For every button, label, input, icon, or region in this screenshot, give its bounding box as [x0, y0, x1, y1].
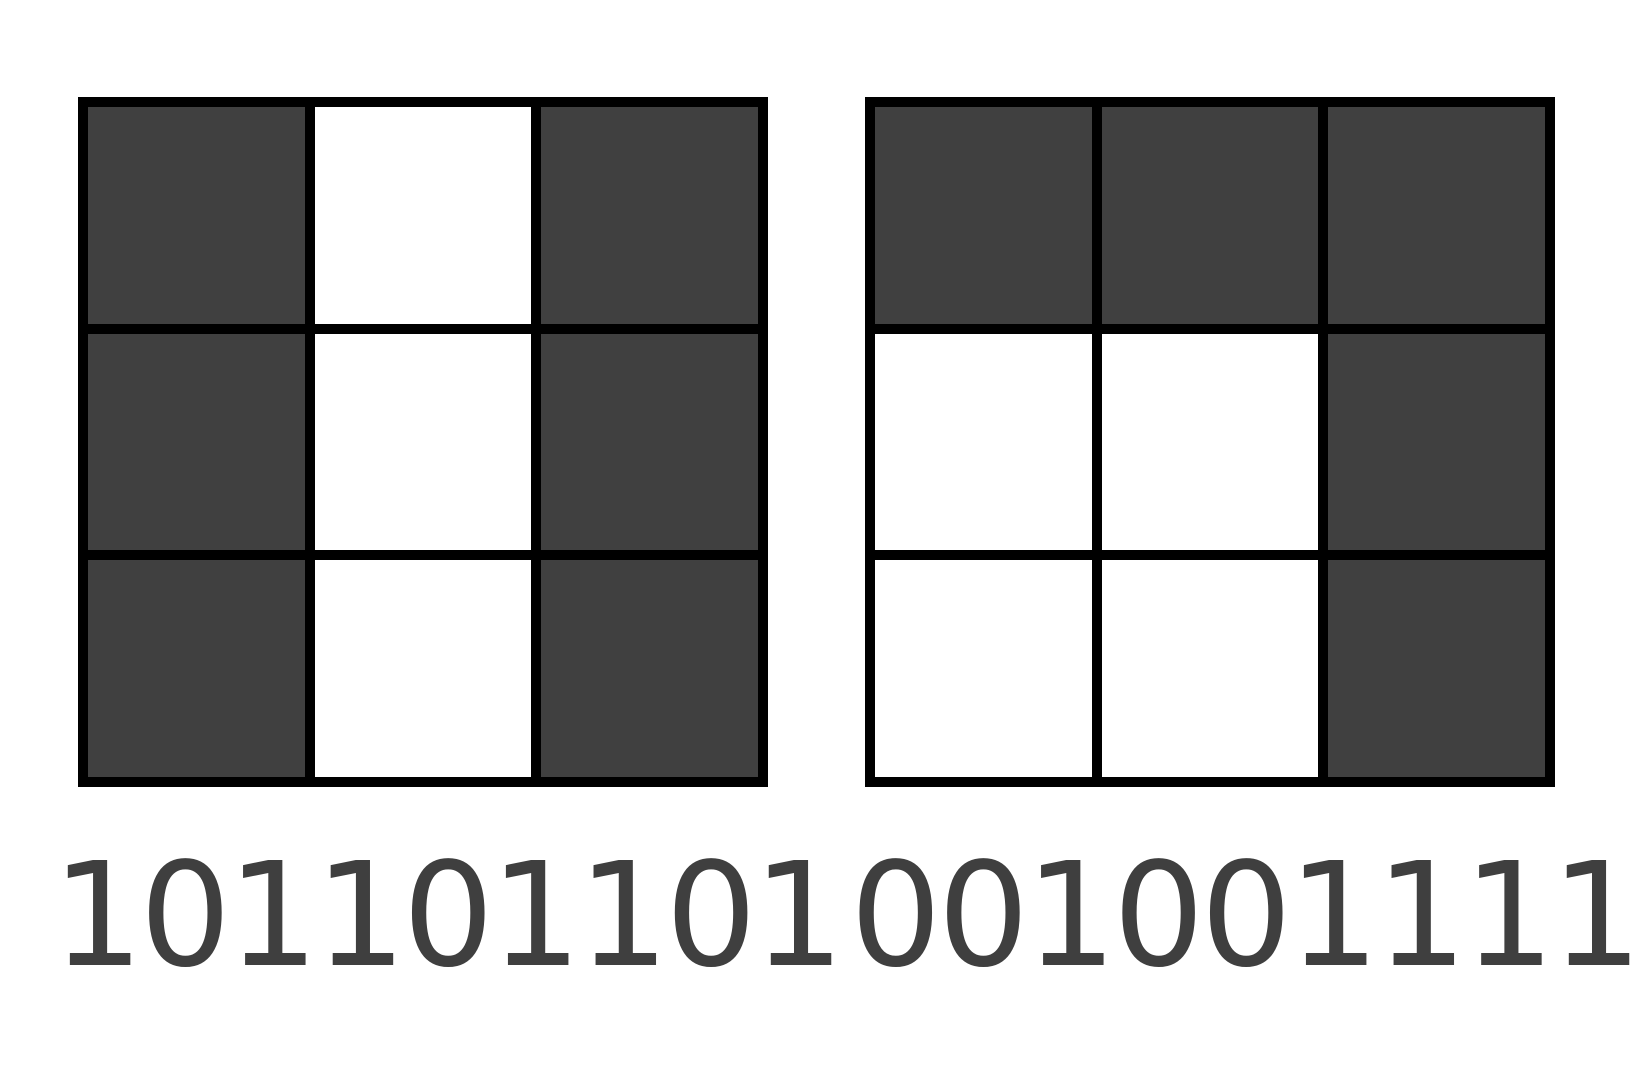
filled-cell — [88, 333, 305, 551]
empty-cell — [314, 107, 532, 324]
empty-cell — [1101, 333, 1319, 551]
pattern-grid-left — [78, 97, 768, 787]
binary-code-left: 101101101 — [52, 831, 845, 999]
filled-cell — [88, 107, 305, 324]
filled-cell — [875, 107, 1092, 324]
filled-cell — [541, 560, 758, 777]
binary-code-right: 001001111 — [850, 831, 1643, 999]
empty-cell — [314, 560, 532, 777]
empty-cell — [314, 333, 532, 551]
empty-cell — [875, 560, 1092, 777]
filled-cell — [88, 560, 305, 777]
filled-cell — [541, 107, 758, 324]
filled-cell — [1328, 560, 1545, 777]
empty-cell — [1101, 560, 1319, 777]
pattern-grid-right — [865, 97, 1555, 787]
filled-cell — [1101, 107, 1319, 324]
filled-cell — [541, 333, 758, 551]
filled-cell — [1328, 107, 1545, 324]
empty-cell — [875, 333, 1092, 551]
filled-cell — [1328, 333, 1545, 551]
